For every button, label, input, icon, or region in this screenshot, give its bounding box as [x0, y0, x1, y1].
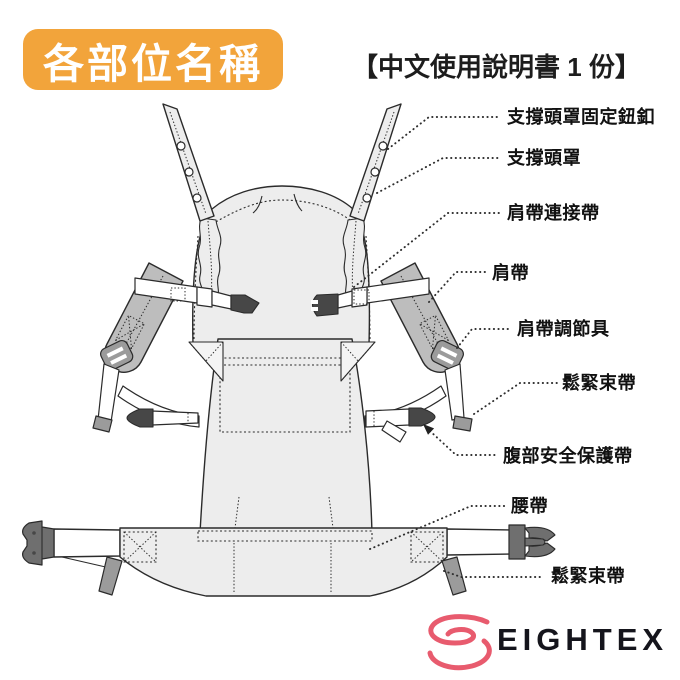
- body-panel: [188, 338, 376, 534]
- elastic-strap-upper-left: [126, 408, 199, 428]
- head-support-fixing-strap-left: [162, 103, 215, 222]
- label-shoulder-connection-strap: 肩帶連接帶: [507, 203, 600, 223]
- label-head-support-fixing-button: 支撐頭罩固定鈕釦: [507, 107, 655, 127]
- shoulder-strap-adjuster-left: [100, 339, 134, 371]
- leader-lines: [353, 116, 559, 578]
- page-title-badge: 各部位名稱: [23, 29, 283, 90]
- label-waist-belt: 腰帶: [511, 496, 548, 516]
- label-abdominal-safety-belt: 腹部安全保護帶: [503, 446, 633, 466]
- shoulder-strap-adjuster-right: [430, 339, 464, 371]
- shoulder-connection-strap-right: [311, 277, 430, 317]
- elastic-tail-right: [441, 556, 467, 596]
- arrowhead: [423, 424, 435, 435]
- label-shoulder-strap: 肩帶: [492, 263, 529, 283]
- label-elastic-strap-lower: 鬆緊束帶: [551, 566, 625, 586]
- manual-heading: 【中文使用說明書 1 份】: [352, 52, 641, 82]
- label-elastic-strap-upper: 鬆緊束帶: [562, 373, 636, 393]
- adjuster-tail-right: [444, 363, 473, 432]
- abdominal-safety-belt: [365, 407, 436, 443]
- waist-buckle-right: [508, 524, 556, 560]
- shoulder-connection-strap-left: [134, 277, 260, 314]
- waist-buckle-left: [22, 520, 55, 566]
- waist-belt: [53, 527, 512, 597]
- brand-wordmark: EIGHTEX: [497, 622, 669, 657]
- adjuster-tail-left: [92, 363, 120, 433]
- label-shoulder-strap-adjuster: 肩帶調節具: [517, 319, 610, 339]
- label-head-support-hood: 支撐頭罩: [507, 148, 581, 168]
- elastic-tail-left: [98, 556, 123, 596]
- logo-swirl-icon: [427, 614, 492, 671]
- head-support-fixing-strap-right: [349, 103, 402, 222]
